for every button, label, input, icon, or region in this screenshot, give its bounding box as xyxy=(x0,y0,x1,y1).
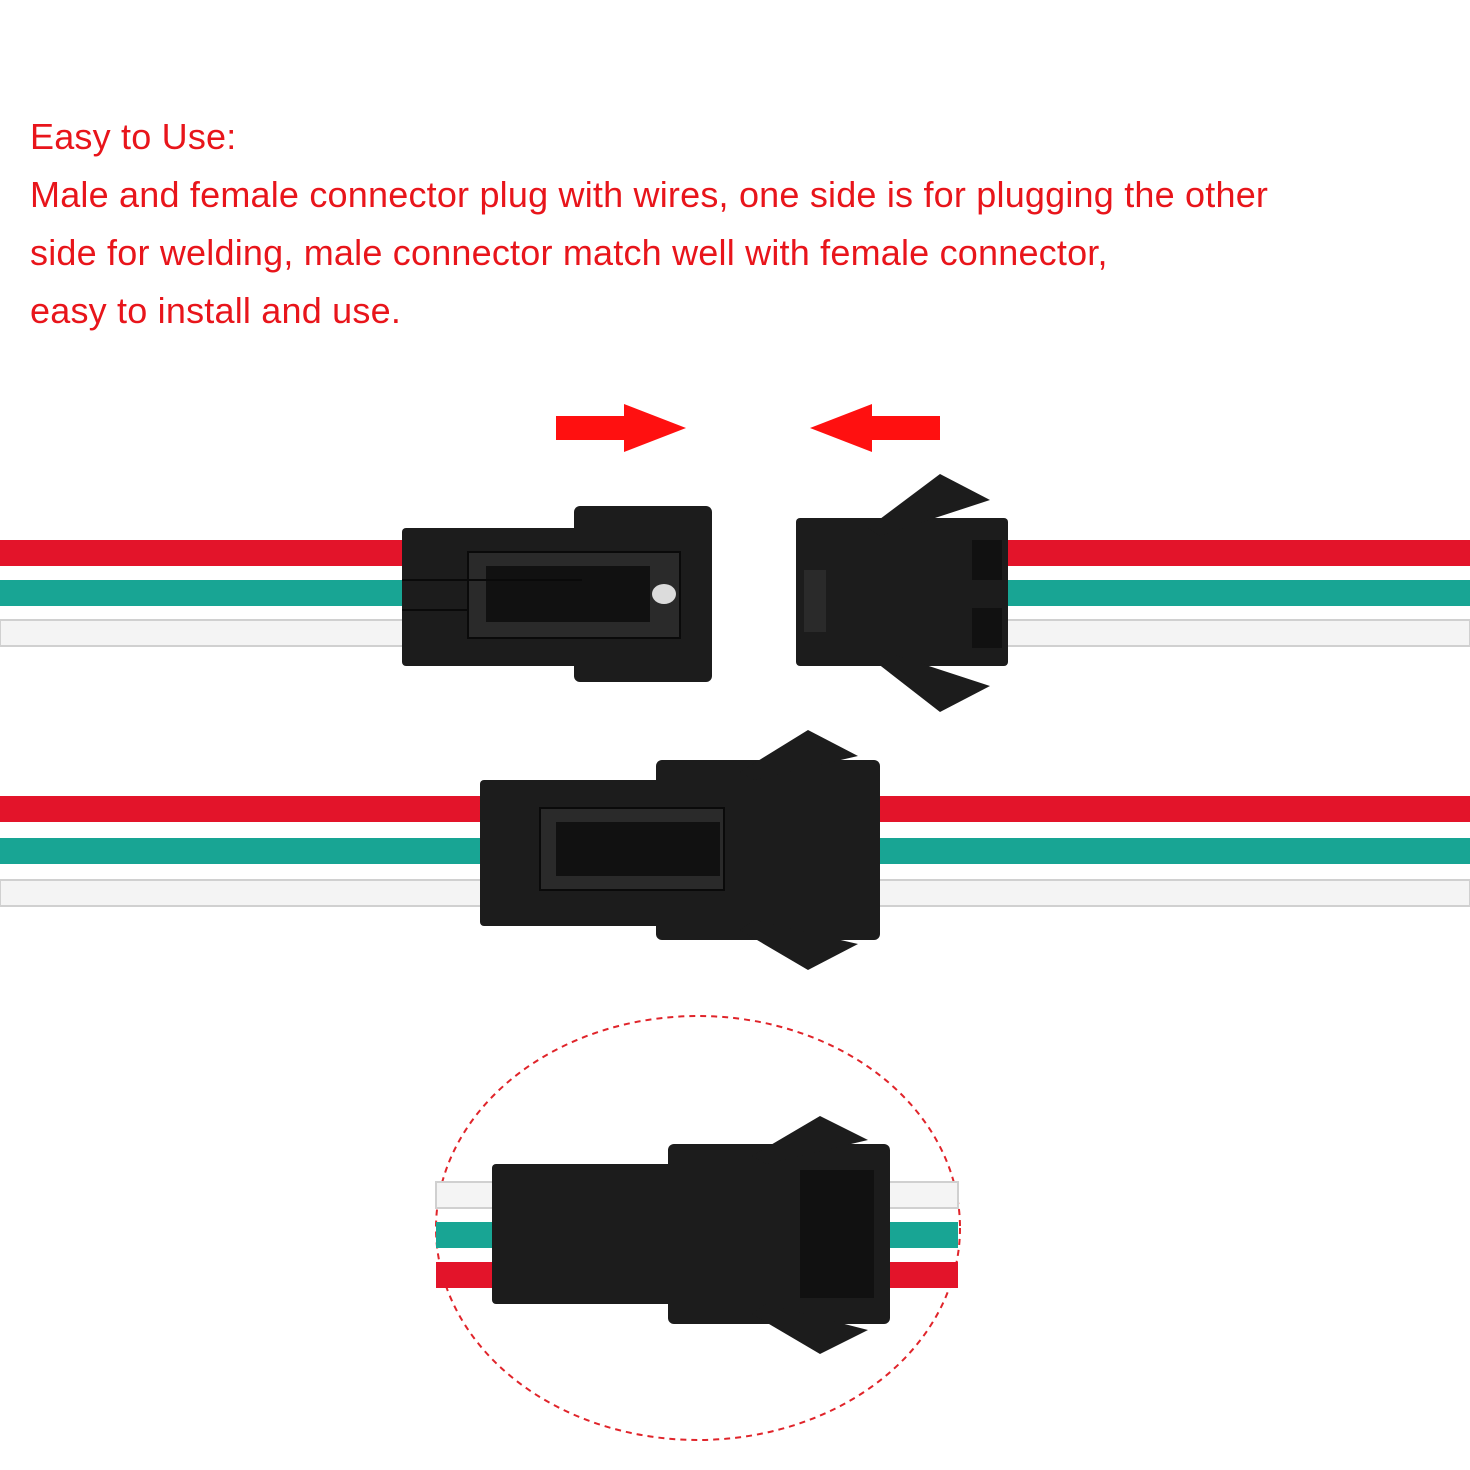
caption-line-1: Male and female connector plug with wire… xyxy=(30,174,1269,215)
female-connector xyxy=(796,474,1008,712)
caption-line-2: side for welding, male connector match w… xyxy=(30,232,1108,273)
connected-pair xyxy=(480,730,880,970)
wire-group-connected-left xyxy=(0,796,485,907)
zoom-detail xyxy=(435,1015,961,1441)
arrow-left-icon xyxy=(810,404,940,452)
arrow-right-icon xyxy=(556,404,686,452)
caption-line-3: easy to install and use. xyxy=(30,290,402,331)
caption-heading: Easy to Use: xyxy=(30,116,237,157)
caption-block: Easy to Use: Male and female connector p… xyxy=(30,108,1450,340)
male-connector xyxy=(402,506,712,682)
wire-group-right xyxy=(1003,540,1470,647)
wire-group-connected-right xyxy=(875,796,1470,907)
wire-group-left xyxy=(0,540,407,647)
